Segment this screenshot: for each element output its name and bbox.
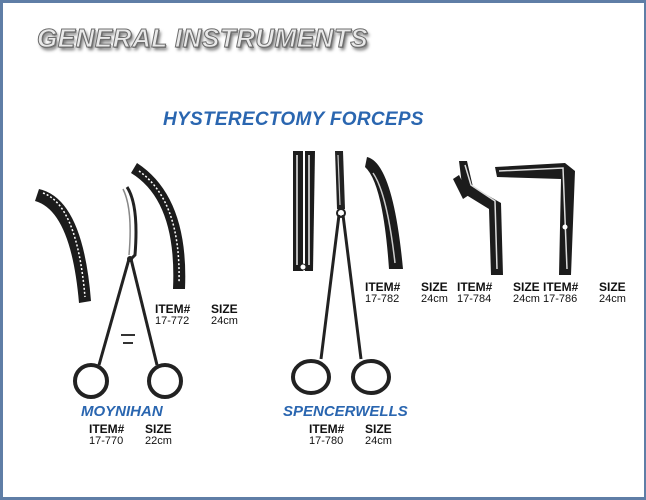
spec-block-17-772: ITEM# SIZE 17-772 24cm bbox=[155, 303, 238, 327]
spec-item-header: ITEM# bbox=[309, 422, 345, 436]
moynihan-jaw-curved-left-image bbox=[35, 189, 91, 303]
header-band: GENERAL INSTRUMENTS bbox=[3, 3, 644, 75]
forceps-17-772-jaw-image bbox=[131, 163, 186, 289]
catalog-page: GENERAL INSTRUMENTS HYSTERECTOMY FORCEPS bbox=[3, 3, 644, 497]
spec-item-value: 17-786 bbox=[543, 293, 578, 305]
spec-size-value: 24cm bbox=[211, 315, 238, 327]
spec-size-value: 24cm bbox=[513, 293, 540, 305]
page-header-title: GENERAL INSTRUMENTS bbox=[36, 23, 369, 54]
spec-item-value: 17-770 bbox=[89, 435, 124, 447]
product-name-spencerwells: SPENCERWELLS bbox=[283, 403, 408, 420]
spec-item-header: ITEM# bbox=[457, 280, 493, 294]
spec-item-value: 17-784 bbox=[457, 293, 492, 305]
spec-block-17-784: ITEM# SIZE 17-784 24cm bbox=[457, 281, 540, 305]
spec-block-17-770: ITEM# SIZE 17-770 22cm bbox=[89, 423, 172, 447]
moynihan-forceps-image bbox=[73, 186, 183, 399]
spec-size-value: 24cm bbox=[599, 293, 626, 305]
spec-size-header: SIZE bbox=[365, 422, 392, 436]
forceps-17-784-jaw-image bbox=[453, 161, 503, 275]
spec-size-header: SIZE bbox=[421, 280, 448, 294]
spec-item-value: 17-782 bbox=[365, 293, 400, 305]
spec-size-header: SIZE bbox=[211, 302, 238, 316]
spec-item-header: ITEM# bbox=[155, 302, 191, 316]
spec-item-header: ITEM# bbox=[365, 280, 401, 294]
spec-size-value: 22cm bbox=[145, 435, 172, 447]
section-title: HYSTERECTOMY FORCEPS bbox=[163, 109, 424, 130]
product-name-moynihan: MOYNIHAN bbox=[81, 403, 163, 420]
spec-item-value: 17-780 bbox=[309, 435, 344, 447]
spec-size-header: SIZE bbox=[599, 280, 626, 294]
spec-item-header: ITEM# bbox=[543, 280, 579, 294]
spencerwells-jaw-straight-image bbox=[293, 151, 315, 271]
forceps-17-786-jaw-image bbox=[495, 163, 575, 275]
spec-item-header: ITEM# bbox=[89, 422, 125, 436]
spec-size-header: SIZE bbox=[513, 280, 540, 294]
spec-item-value: 17-772 bbox=[155, 315, 190, 327]
spec-block-17-780: ITEM# SIZE 17-780 24cm bbox=[309, 423, 392, 447]
spec-block-17-782: ITEM# SIZE 17-782 24cm bbox=[365, 281, 448, 305]
spec-size-value: 24cm bbox=[421, 293, 448, 305]
spec-size-header: SIZE bbox=[145, 422, 172, 436]
spec-size-value: 24cm bbox=[365, 435, 392, 447]
spencerwells-forceps-image bbox=[291, 151, 391, 395]
spec-block-17-786: ITEM# SIZE 17-786 24cm bbox=[543, 281, 626, 305]
forceps-17-782-jaw-image bbox=[365, 157, 403, 269]
